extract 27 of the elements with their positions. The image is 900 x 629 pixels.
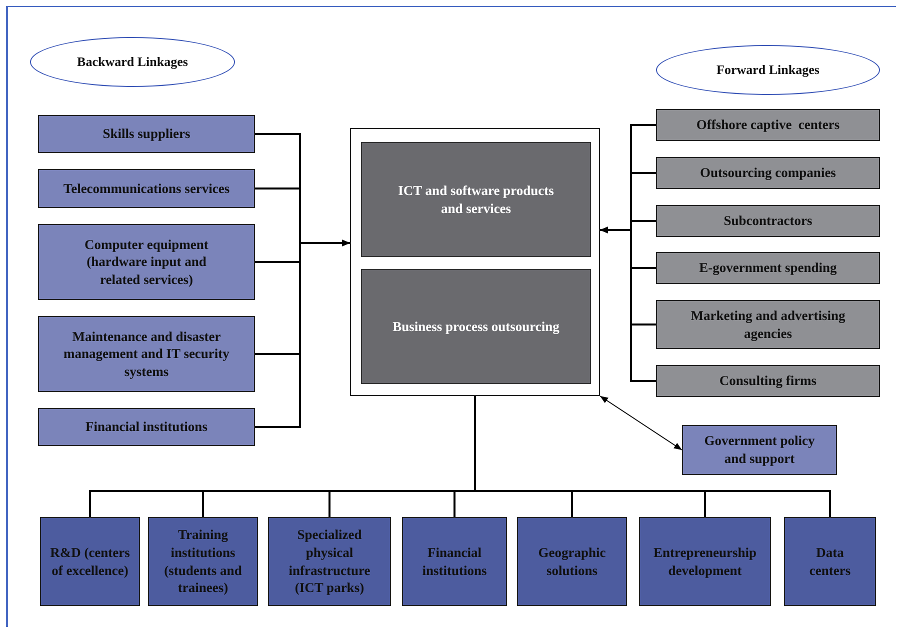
support-box: Training institutions (students and trainees) xyxy=(148,517,258,606)
arrow xyxy=(600,226,656,382)
support-box: Data centers xyxy=(784,517,876,606)
linkage-box: Government policy and support xyxy=(682,425,837,475)
linkage-box: Consulting firms xyxy=(656,365,880,397)
heading-ellipse: Backward Linkages xyxy=(30,37,235,87)
linkage-box: Financial institutions xyxy=(38,408,255,446)
linkage-box: Telecommunications services xyxy=(38,169,255,208)
linkage-box: Maintenance and disaster management and IT security systems xyxy=(38,316,255,392)
core-box: ICT and software products and services xyxy=(361,142,591,257)
support-box: Specialized physical infrastructure (ICT parks) xyxy=(268,517,391,606)
support-box: Geographic solutions xyxy=(517,517,627,606)
linkage-box: Outsourcing companies xyxy=(656,157,880,189)
support-box: Financial institutions xyxy=(402,517,507,606)
linkage-box: Subcontractors xyxy=(656,205,880,237)
core-box: Business process outsourcing xyxy=(361,269,591,384)
support-box: Entrepreneurship development xyxy=(639,517,771,606)
linkage-box: Marketing and advertising agencies xyxy=(656,300,880,349)
arrow xyxy=(255,240,350,428)
linkage-box: E-government spending xyxy=(656,252,880,284)
linkage-box: Computer equipment (hardware input and related services) xyxy=(38,224,255,300)
support-box: R&D (centers of excellence) xyxy=(40,517,140,606)
arrow xyxy=(600,396,682,450)
heading-ellipse: Forward Linkages xyxy=(656,45,880,95)
linkage-box: Skills suppliers xyxy=(38,115,255,153)
linkage-box: Offshore captive centers xyxy=(656,109,880,141)
container-box xyxy=(350,128,600,396)
